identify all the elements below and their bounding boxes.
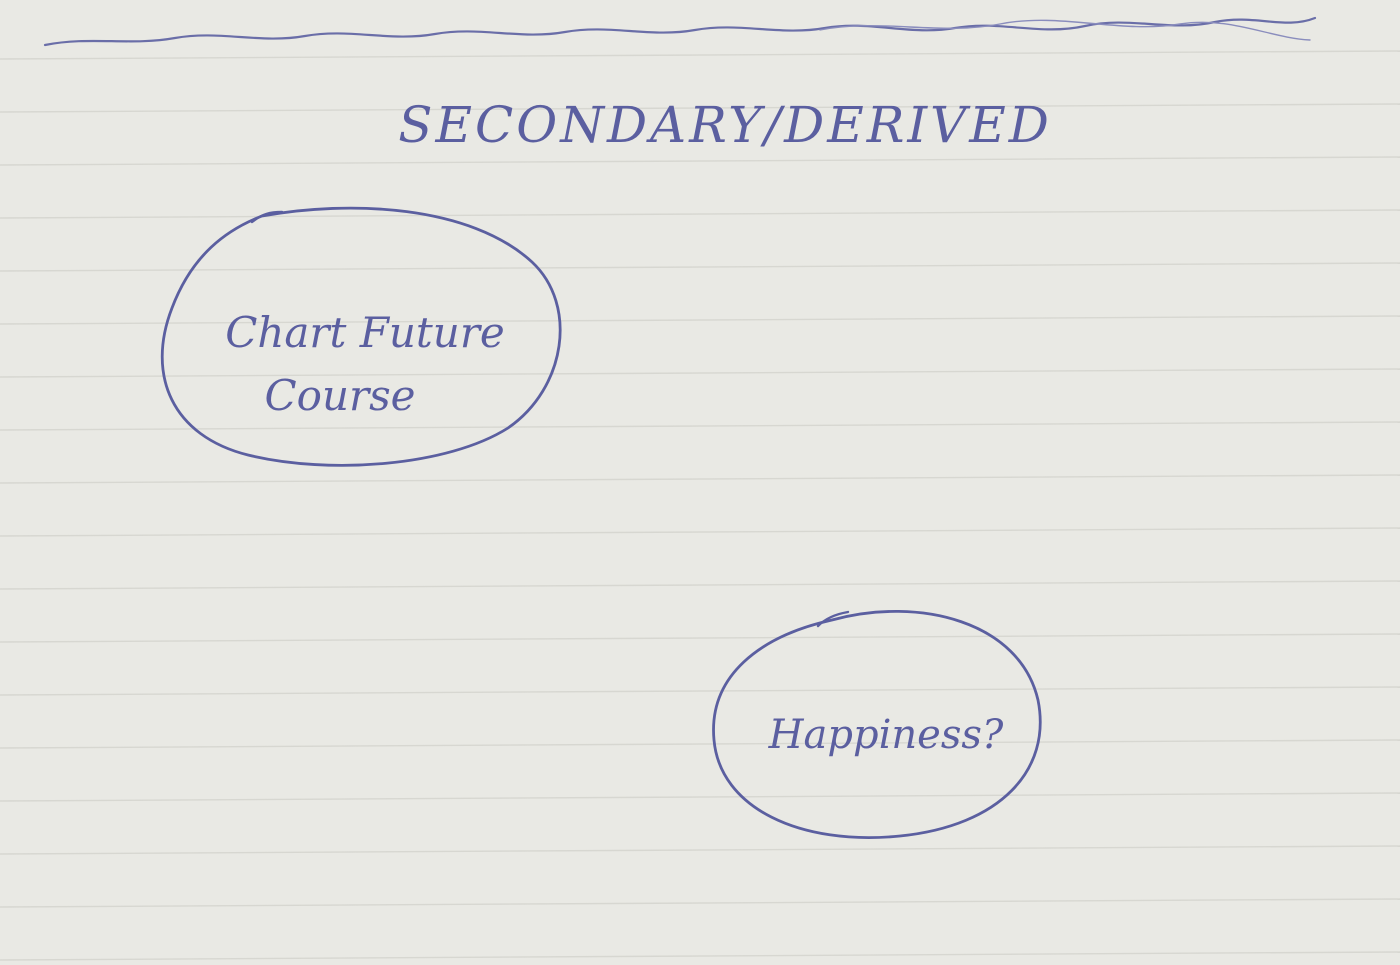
ruled-line xyxy=(0,633,1400,643)
ruled-line xyxy=(0,156,1400,166)
node-circle-happiness xyxy=(712,609,1042,839)
ruled-line xyxy=(0,951,1400,961)
ruled-line xyxy=(0,103,1400,113)
ruled-line xyxy=(0,209,1400,219)
wavy-top-line xyxy=(43,16,1317,47)
page-heading: SECONDARY/DERIVED xyxy=(398,96,1052,154)
node-label-line-2: Course xyxy=(265,371,416,420)
ruled-line xyxy=(0,580,1400,590)
ruled-line xyxy=(0,739,1400,749)
node-label-line-1: Happiness? xyxy=(768,712,1004,758)
ruled-line xyxy=(0,421,1400,431)
ruled-line xyxy=(0,474,1400,484)
ruled-line xyxy=(0,50,1400,60)
ruled-line xyxy=(0,845,1400,855)
node-circle-chart-future-course xyxy=(160,206,562,467)
node-happiness: Happiness? xyxy=(712,609,1042,839)
ruled-line xyxy=(0,315,1400,325)
wavy-top-line-shadow xyxy=(819,19,1311,41)
ruled-line xyxy=(0,898,1400,908)
ruled-line xyxy=(0,792,1400,802)
ruled-lines xyxy=(0,50,1400,961)
node-circle-overlap xyxy=(816,610,850,628)
node-circle-overlap xyxy=(250,210,284,224)
node-chart-future-course: Chart Future Course xyxy=(160,206,562,467)
ruled-line xyxy=(0,368,1400,378)
ruled-line xyxy=(0,686,1400,696)
ruled-line xyxy=(0,527,1400,537)
node-label-line-1: Chart Future xyxy=(225,308,505,357)
ruled-line xyxy=(0,262,1400,272)
